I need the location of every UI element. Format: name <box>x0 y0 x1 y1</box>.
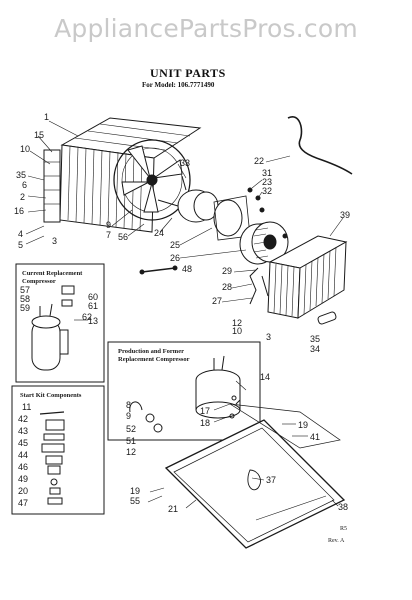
callout-48: 48 <box>182 264 192 274</box>
callout-17: 17 <box>200 406 210 416</box>
callout-42: 42 <box>18 414 28 424</box>
callout-19: 19 <box>298 420 308 430</box>
callout-43: 43 <box>18 426 28 436</box>
callout-31: 31 <box>262 168 272 178</box>
callout-52: 52 <box>126 424 136 434</box>
callout-47: 47 <box>18 498 28 508</box>
condenser-coil <box>43 117 202 233</box>
callout-62: 62 <box>82 312 92 322</box>
capacitor-harness <box>139 265 178 275</box>
callout-41: 41 <box>310 432 320 442</box>
callout-5: 5 <box>18 240 23 250</box>
callout-1: 1 <box>44 112 49 122</box>
callout-2: 2 <box>20 192 25 202</box>
callout-23: 23 <box>262 177 272 187</box>
callout-19b: 19 <box>130 486 140 496</box>
callout-11: 11 <box>22 402 31 412</box>
callout-3b: 3 <box>266 332 271 342</box>
callout-34: 34 <box>310 344 320 354</box>
revision-label: Rev. A <box>328 538 345 544</box>
start-kit-parts <box>39 411 65 505</box>
callout-29: 29 <box>222 266 232 276</box>
current-compressor <box>31 285 75 371</box>
current-compressor-label-2: Compressor <box>22 278 56 285</box>
production-compressor <box>129 355 241 433</box>
watermark: AppliancePartsPros.com <box>54 14 358 43</box>
callout-57: 57 <box>20 285 30 295</box>
diagram-subtitle: For Model: 106.7771490 <box>142 81 215 89</box>
figure-code: R5 <box>340 526 347 532</box>
blower-wheel <box>239 221 289 265</box>
callout-15: 15 <box>34 130 44 140</box>
callout-44: 44 <box>18 450 28 460</box>
callout-10: 10 <box>20 144 30 154</box>
callout-10b: 10 <box>232 326 242 336</box>
callout-59: 59 <box>20 303 30 313</box>
evaporator-coil <box>249 235 348 319</box>
callout-18: 18 <box>200 418 210 428</box>
callout-37: 37 <box>266 475 276 485</box>
fan-motor <box>157 175 251 241</box>
callout-3: 3 <box>52 236 57 246</box>
callout-51: 51 <box>126 436 136 446</box>
callout-12: 12 <box>232 318 242 328</box>
start-kit-box <box>11 385 105 515</box>
callout-26: 26 <box>170 253 180 263</box>
current-compressor-label-1: Current Replacement <box>22 270 83 277</box>
diagram-title: UNIT PARTS <box>150 66 226 80</box>
callout-6: 6 <box>22 180 27 190</box>
callout-35: 35 <box>16 170 26 180</box>
callout-55: 55 <box>130 496 140 506</box>
production-compressor-box <box>107 341 261 441</box>
drain-tube <box>287 116 353 175</box>
callout-9: 9 <box>106 220 111 230</box>
callout-33: 33 <box>180 158 190 168</box>
start-kit-label: Start Kit Components <box>20 392 82 399</box>
callout-numbers: 1 15 10 35 6 2 16 4 5 3 9 7 56 24 33 25 … <box>14 112 350 514</box>
callout-25: 25 <box>170 240 180 250</box>
callout-21: 21 <box>168 504 178 514</box>
callout-8: 8 <box>126 400 131 410</box>
base-pan <box>164 403 346 549</box>
callout-22: 22 <box>254 156 264 166</box>
callout-39: 39 <box>340 210 350 220</box>
filter-clip <box>317 311 337 325</box>
callout-16: 16 <box>14 206 24 216</box>
callout-61: 61 <box>88 301 98 311</box>
callout-14: 14 <box>260 372 270 382</box>
callout-56: 56 <box>118 232 128 242</box>
callout-60: 60 <box>88 292 98 302</box>
callout-28: 28 <box>222 282 232 292</box>
callout-24: 24 <box>154 228 164 238</box>
callout-58: 58 <box>20 294 30 304</box>
callout-32: 32 <box>262 186 272 196</box>
callout-13: 13 <box>88 316 98 326</box>
callout-7: 7 <box>106 230 111 240</box>
callout-46: 46 <box>18 462 28 472</box>
condenser-fan <box>113 139 191 221</box>
callout-49: 49 <box>18 474 28 484</box>
callout-38: 38 <box>338 502 348 512</box>
production-compressor-label-1: Production and Former <box>118 348 184 355</box>
callout-20: 20 <box>18 486 28 496</box>
callout-35b: 35 <box>310 334 320 344</box>
callout-4: 4 <box>18 229 23 239</box>
current-compressor-box <box>15 263 105 383</box>
leader-lines <box>25 120 344 509</box>
callout-9b: 9 <box>126 411 131 421</box>
callout-27: 27 <box>212 296 222 306</box>
callout-12b: 12 <box>126 447 136 457</box>
production-compressor-label-2: Replacement Compressor <box>118 356 190 363</box>
screws <box>247 187 288 239</box>
callout-45: 45 <box>18 438 28 448</box>
